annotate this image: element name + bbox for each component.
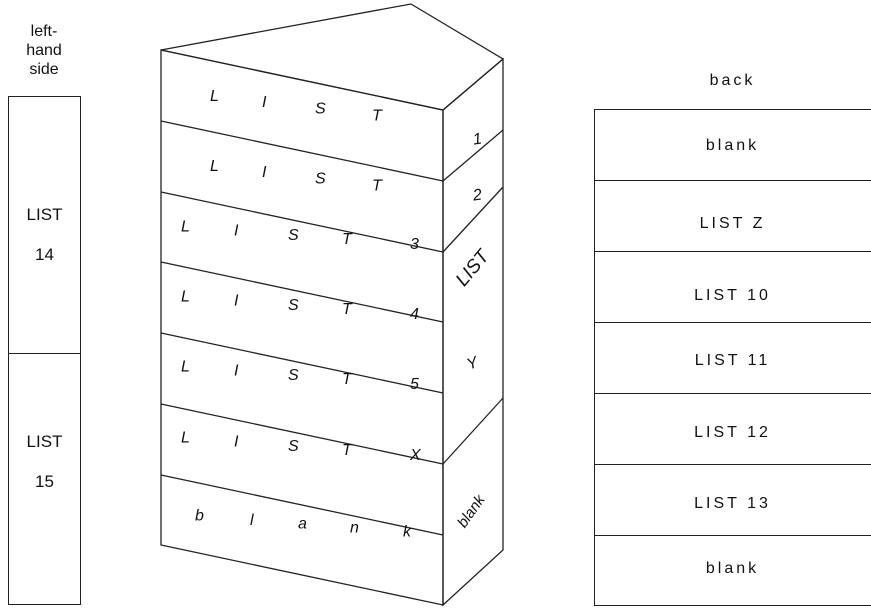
left-panel-lower-line1: LIST xyxy=(26,432,63,451)
side-divider-2 xyxy=(442,186,504,253)
left-header-line-1: left- xyxy=(30,23,58,40)
front-row-4-letter-4: T xyxy=(342,301,353,318)
front-row-1-letter-1: L xyxy=(210,88,219,105)
left-panel-lower: LIST 15 xyxy=(8,353,81,605)
front-row-5-letter-2: I xyxy=(234,363,239,380)
front-row-6-letter-1: L xyxy=(181,430,190,447)
front-divider-6 xyxy=(160,474,444,536)
back-cell: LIST 11 xyxy=(594,322,871,393)
front-row-7-letter-1: b xyxy=(195,508,204,525)
side-divider-3 xyxy=(442,397,504,465)
front-row-6-letter-3: S xyxy=(288,438,299,455)
front-row-4-letter-3: S xyxy=(288,297,299,314)
front-divider-3 xyxy=(160,261,444,323)
left-panel-lower-line2: 15 xyxy=(35,472,54,491)
side-divider-1 xyxy=(442,129,504,182)
front-row-7-letter-5: k xyxy=(403,524,412,541)
front-row-6-letter-5: X xyxy=(409,447,422,464)
front-divider-2 xyxy=(160,191,444,253)
back-left-border xyxy=(594,109,595,606)
back-cell: blank xyxy=(594,109,871,180)
front-row-1-letter-2: I xyxy=(262,94,267,111)
front-row-5-letter-4: T xyxy=(342,371,353,388)
side-label-y: Y xyxy=(465,354,482,374)
front-row-5-letter-3: S xyxy=(288,367,299,384)
front-row-4-letter-5: 4 xyxy=(410,306,419,323)
front-row-3-letter-2: I xyxy=(234,223,239,240)
left-panel-upper: LIST 14 xyxy=(8,96,81,354)
side-label-blank: blank xyxy=(454,491,489,531)
front-row-3-letter-3: S xyxy=(288,227,299,244)
back-bottom-border xyxy=(594,605,871,606)
front-divider-5 xyxy=(160,403,444,465)
side-label-list: LIST xyxy=(452,245,495,290)
front-row-2-letter-1: L xyxy=(210,158,219,175)
left-panel-upper-line2: 14 xyxy=(35,245,54,264)
back-cell: LIST Z xyxy=(594,180,871,251)
front-row-1-letter-4: T xyxy=(372,108,383,125)
left-hand-side-header: left- hand side xyxy=(8,22,80,79)
front-row-2-letter-3: S xyxy=(315,171,326,188)
back-cell: blank xyxy=(594,535,871,606)
front-row-4-letter-2: I xyxy=(234,293,239,310)
side-label-1: 1 xyxy=(472,131,483,149)
front-row-3-letter-5: 3 xyxy=(410,236,419,253)
back-cell: LIST 10 xyxy=(594,251,871,322)
front-row-6-letter-4: T xyxy=(342,442,353,459)
front-row-7-letter-3: a xyxy=(298,516,307,533)
front-row-3-letter-1: L xyxy=(181,219,190,236)
front-row-7-letter-4: n xyxy=(350,520,359,537)
left-panel-upper-line1: LIST xyxy=(26,205,63,224)
front-divider-1 xyxy=(160,120,444,182)
front-row-2-letter-4: T xyxy=(372,178,383,195)
front-row-4-letter-1: L xyxy=(181,289,190,306)
front-row-5-letter-5: 5 xyxy=(410,376,419,393)
front-row-5-letter-1: L xyxy=(181,359,190,376)
front-row-1-letter-3: S xyxy=(315,101,326,118)
back-header: back xyxy=(709,72,756,89)
left-header-line-2: hand xyxy=(26,42,62,59)
left-header-line-3: side xyxy=(29,61,59,78)
back-cell: LIST 12 xyxy=(594,393,871,464)
front-row-7-letter-2: l xyxy=(250,512,254,529)
front-row-3-letter-4: T xyxy=(342,231,353,248)
back-cell: LIST 13 xyxy=(594,464,871,535)
front-divider-4 xyxy=(160,332,444,394)
front-row-6-letter-2: I xyxy=(234,434,239,451)
front-row-2-letter-2: I xyxy=(262,164,267,181)
box-side-face xyxy=(442,57,504,607)
side-label-2: 2 xyxy=(471,186,483,204)
